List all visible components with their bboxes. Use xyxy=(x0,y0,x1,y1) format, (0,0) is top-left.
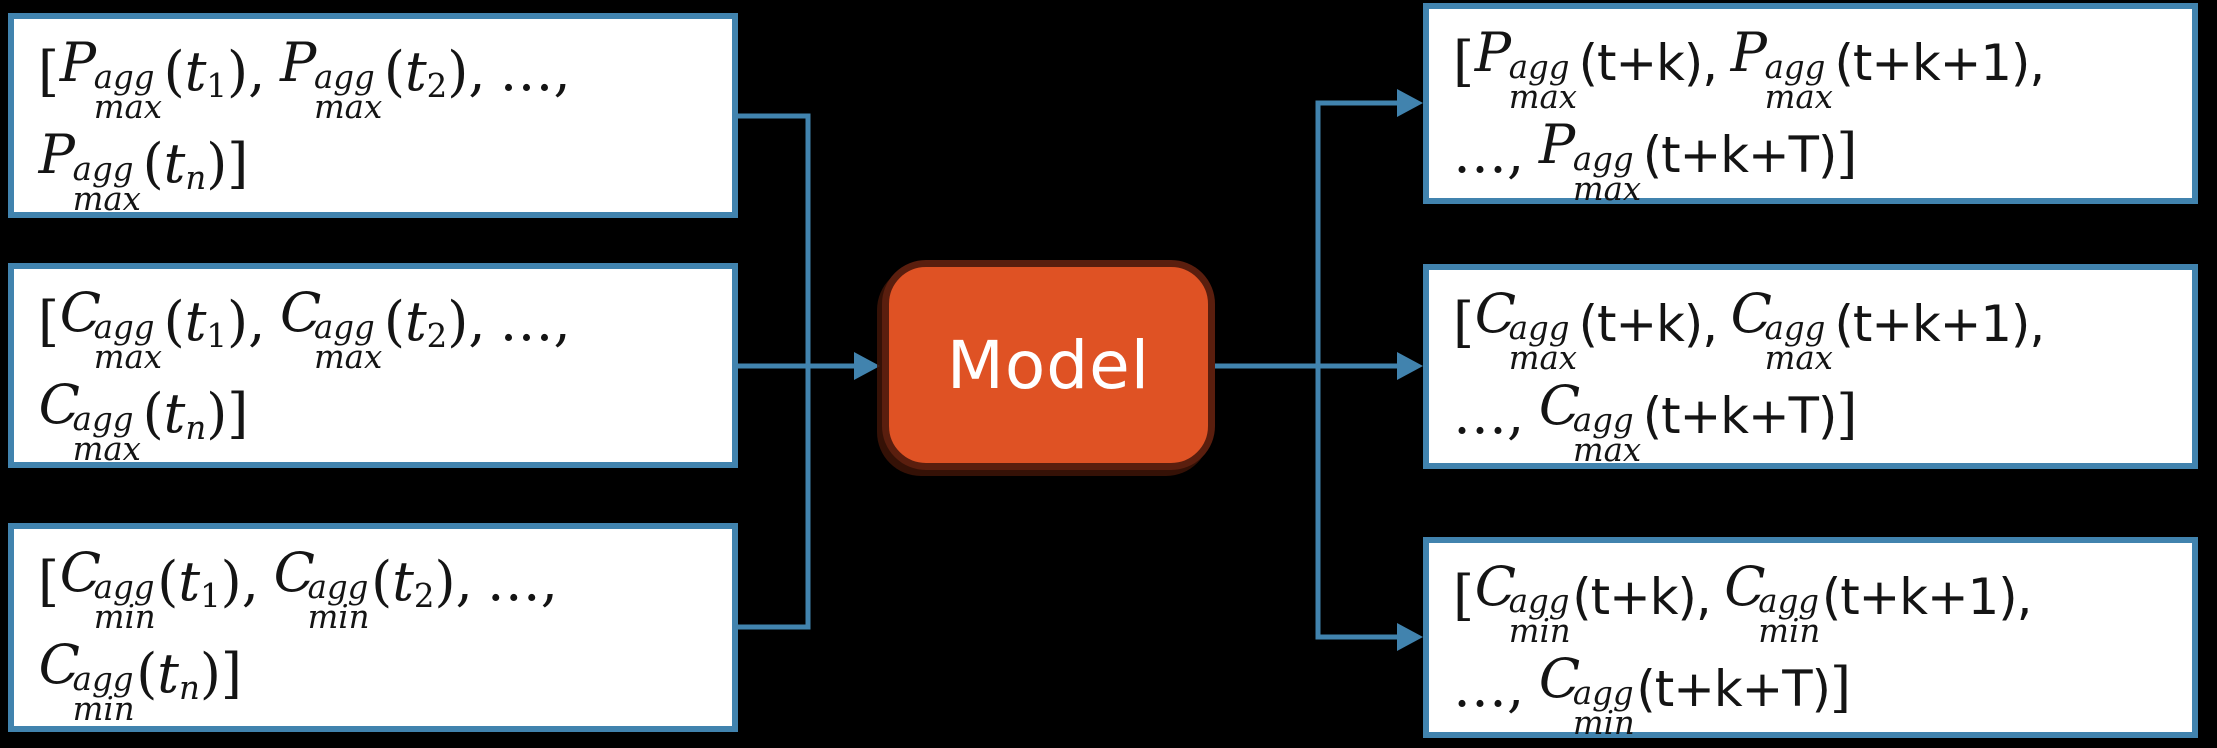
math-arg: (t2), xyxy=(383,40,486,106)
output3-arrowhead xyxy=(1397,623,1423,651)
math-text: (t+k+T) xyxy=(1642,387,1838,445)
math-arg: (tn)] xyxy=(142,132,249,198)
math-text: (t+k+1), xyxy=(1821,568,2033,626)
math-arg: (t2), xyxy=(371,550,473,616)
output2-arrowhead xyxy=(1397,352,1423,380)
math-text: [ xyxy=(38,550,60,613)
output1-arrowhead xyxy=(1397,89,1423,117)
math-text: ] xyxy=(1836,122,1858,185)
math-text: (t+k), xyxy=(1572,568,1711,626)
math-text: [ xyxy=(38,290,60,353)
math-arg: (tn)] xyxy=(142,382,249,448)
math-text: [ xyxy=(38,40,60,103)
math-text: …, xyxy=(1453,656,1525,719)
math-text: (t+k), xyxy=(1578,34,1718,92)
math-arg: (t1), xyxy=(157,550,259,616)
model-input-arrowhead xyxy=(854,352,880,380)
math-arg: (t2), xyxy=(383,290,486,356)
math-text: …, xyxy=(1453,122,1525,185)
math-arg: (t1), xyxy=(163,40,266,106)
math-text: (t+k), xyxy=(1578,295,1718,353)
math-text: [ xyxy=(1453,30,1475,93)
math-text: (t+k+1), xyxy=(1834,295,2046,353)
math-text: (t+k+T) xyxy=(1636,660,1831,718)
math-arg: (t1), xyxy=(163,290,266,356)
model-box: Model xyxy=(882,260,1215,470)
math-text: …, xyxy=(499,40,571,103)
math-text: …, xyxy=(486,550,558,613)
math-text: …, xyxy=(1453,383,1525,446)
math-text: ] xyxy=(1830,656,1852,719)
math-text: ] xyxy=(1836,383,1858,446)
math-text: …, xyxy=(499,290,571,353)
model-label: Model xyxy=(946,326,1151,404)
math-arg: (tn)] xyxy=(136,642,242,708)
math-text: (t+k+1), xyxy=(1834,34,2046,92)
math-text: [ xyxy=(1453,291,1475,354)
math-text: (t+k+T) xyxy=(1642,126,1838,184)
math-text: [ xyxy=(1453,564,1475,627)
